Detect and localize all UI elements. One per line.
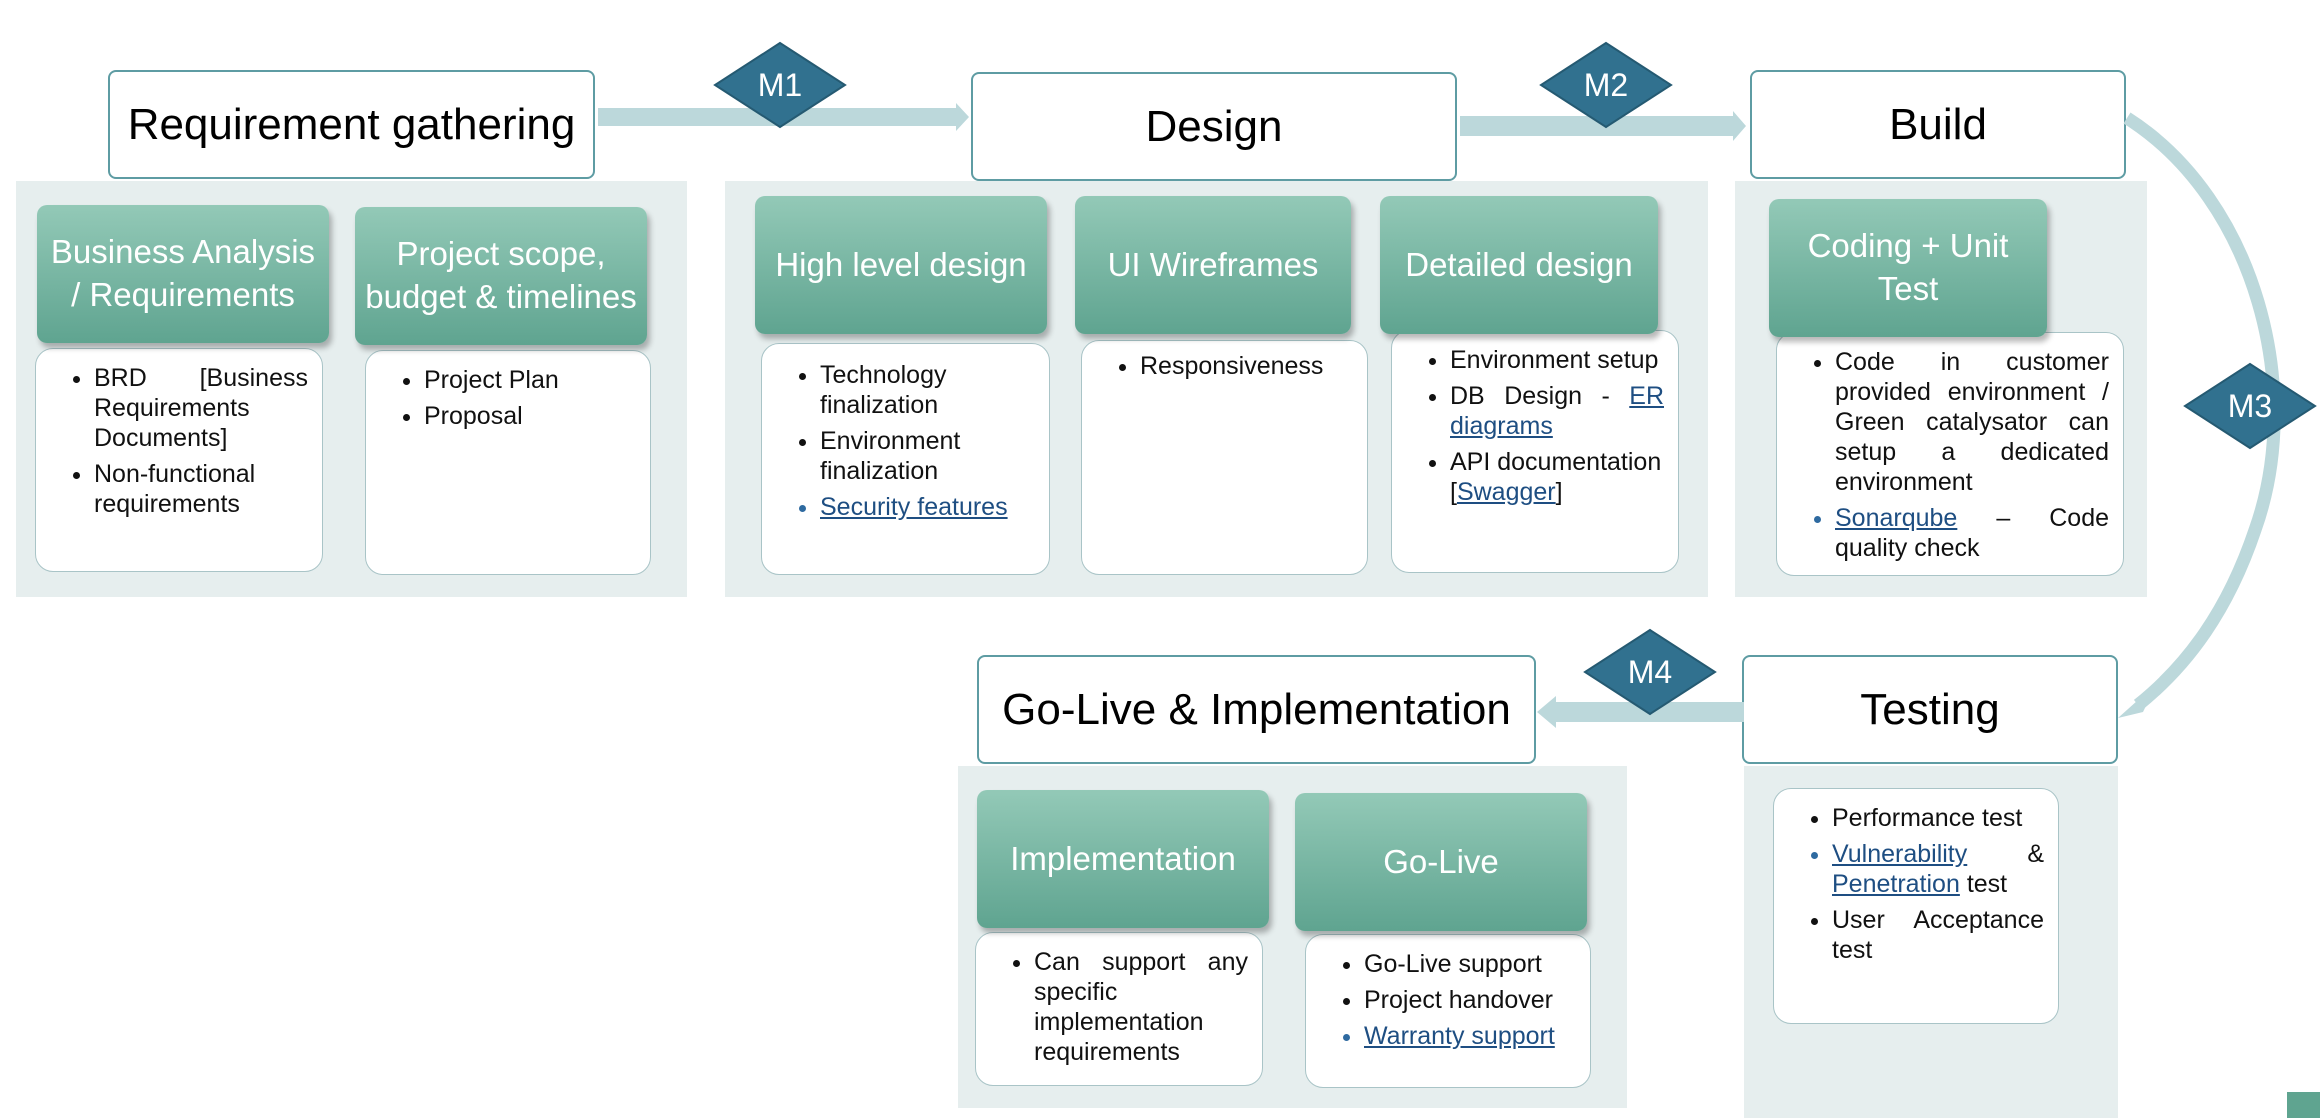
security-features-link[interactable]: Security features bbox=[820, 493, 1008, 521]
list-item: Non-functional requirements bbox=[94, 459, 308, 519]
ampersand-text: & bbox=[1967, 840, 2044, 868]
list-item-sonarqube: Sonarqube – Code quality check bbox=[1835, 503, 2109, 563]
tile-label: Coding + Unit Test bbox=[1807, 227, 2009, 307]
db-design-text: DB Design - bbox=[1450, 382, 1630, 410]
tile-label: Detailed design bbox=[1405, 245, 1633, 283]
tile-business-analysis: Business Analysis / Requirements bbox=[37, 205, 329, 343]
tile-label: High level design bbox=[775, 245, 1027, 283]
sonarqube-text: – Code quality check bbox=[1835, 504, 2109, 562]
phase-title: Build bbox=[1889, 99, 1987, 149]
list-item: Can support any specific implementation … bbox=[1034, 947, 1248, 1067]
bullet-list: Environment setup DB Design - ER diagram… bbox=[1392, 345, 1664, 507]
list-item: Technology finalization bbox=[820, 360, 1035, 420]
list-item: Proposal bbox=[424, 401, 636, 431]
phase-title: Requirement gathering bbox=[127, 99, 576, 149]
list-item-warranty-support[interactable]: Warranty support bbox=[1364, 1021, 1576, 1051]
list-item: BRD [Business Requirements Documents] bbox=[94, 363, 308, 453]
card-testing: Performance test Vulnerability & Penetra… bbox=[1773, 788, 2059, 1024]
list-item: Project handover bbox=[1364, 985, 1576, 1015]
phase-title: Testing bbox=[1860, 684, 2000, 734]
test-text: test bbox=[1959, 870, 2008, 898]
card-ui-wireframes: Responsiveness bbox=[1081, 340, 1368, 575]
er-diagrams-link[interactable]: ER diagrams bbox=[1450, 382, 1664, 440]
card-detailed-design: Environment setup DB Design - ER diagram… bbox=[1391, 330, 1679, 573]
tile-coding-unit-test: Coding + Unit Test bbox=[1769, 199, 2047, 337]
list-item: Performance test bbox=[1832, 803, 2044, 833]
bullet-list: Performance test Vulnerability & Penetra… bbox=[1774, 803, 2044, 965]
phase-title: Go-Live & Implementation bbox=[1002, 684, 1511, 734]
bullet-list: Code in customer provided environment / … bbox=[1777, 347, 2109, 563]
list-item-vulnerability: Vulnerability & Penetration test bbox=[1832, 839, 2044, 899]
bullet-list: Responsiveness bbox=[1082, 351, 1353, 381]
api-doc-close: ] bbox=[1555, 478, 1563, 506]
milestone-m4: M4 bbox=[1583, 628, 1717, 716]
tile-label: UI Wireframes bbox=[1107, 245, 1319, 283]
bullet-list: Go-Live support Project handover Warrant… bbox=[1306, 949, 1576, 1051]
card-coding-unit-test: Code in customer provided environment / … bbox=[1776, 332, 2124, 576]
phase-design: Design bbox=[971, 72, 1457, 181]
milestone-m2: M2 bbox=[1539, 41, 1673, 129]
list-item: User Acceptance test bbox=[1832, 905, 2044, 965]
tile-label: Implementation bbox=[1010, 839, 1236, 877]
list-item-api-doc: API documentation [Swagger] bbox=[1450, 447, 1664, 507]
phase-testing: Testing bbox=[1742, 655, 2118, 764]
tile-high-level-design: High level design bbox=[755, 196, 1047, 334]
list-item: Project Plan bbox=[424, 365, 636, 395]
card-high-level-design: Technology finalization Environment fina… bbox=[761, 343, 1050, 575]
tile-project-scope: Project scope, budget & timelines bbox=[355, 207, 647, 345]
tile-label: Go-Live bbox=[1383, 842, 1499, 880]
phase-build: Build bbox=[1750, 70, 2126, 179]
vulnerability-link[interactable]: Vulnerability bbox=[1832, 840, 1968, 868]
list-item-db-design: DB Design - ER diagrams bbox=[1450, 381, 1664, 441]
card-golive: Go-Live support Project handover Warrant… bbox=[1305, 934, 1591, 1088]
phase-title: Design bbox=[1145, 101, 1283, 151]
milestone-m1: M1 bbox=[713, 41, 847, 129]
tile-ui-wireframes: UI Wireframes bbox=[1075, 196, 1351, 334]
tile-golive: Go-Live bbox=[1295, 793, 1587, 931]
milestone-label: M3 bbox=[2227, 387, 2273, 424]
list-item: Responsiveness bbox=[1140, 351, 1353, 381]
card-implementation: Can support any specific implementation … bbox=[975, 932, 1263, 1086]
bullet-list: Can support any specific implementation … bbox=[976, 947, 1248, 1067]
tile-detailed-design: Detailed design bbox=[1380, 196, 1658, 334]
list-item-security-features[interactable]: Security features bbox=[820, 492, 1035, 522]
list-item: Environment finalization bbox=[820, 426, 1035, 486]
tile-label: Project scope, budget & timelines bbox=[365, 235, 637, 315]
corner-marker bbox=[2287, 1092, 2320, 1118]
tile-label: Business Analysis / Requirements bbox=[50, 233, 316, 313]
bullet-list: BRD [Business Requirements Documents] No… bbox=[36, 363, 308, 519]
warranty-support-link[interactable]: Warranty support bbox=[1364, 1022, 1555, 1050]
milestone-m3: M3 bbox=[2183, 362, 2317, 450]
swagger-link[interactable]: Swagger bbox=[1456, 478, 1556, 506]
bullet-list: Technology finalization Environment fina… bbox=[762, 360, 1035, 522]
card-project-scope: Project Plan Proposal bbox=[365, 350, 651, 575]
list-item: Go-Live support bbox=[1364, 949, 1576, 979]
phase-golive-implementation: Go-Live & Implementation bbox=[977, 655, 1536, 764]
milestone-label: M1 bbox=[757, 66, 803, 103]
card-business-analysis: BRD [Business Requirements Documents] No… bbox=[35, 348, 323, 572]
bullet-list: Project Plan Proposal bbox=[366, 365, 636, 431]
penetration-link[interactable]: Penetration bbox=[1832, 870, 1960, 898]
phase-requirement-gathering: Requirement gathering bbox=[108, 70, 595, 179]
list-item: Environment setup bbox=[1450, 345, 1664, 375]
list-item: Code in customer provided environment / … bbox=[1835, 347, 2109, 497]
api-doc-text: API documentation [ bbox=[1450, 448, 1662, 506]
milestone-label: M4 bbox=[1627, 653, 1673, 690]
milestone-label: M2 bbox=[1583, 66, 1629, 103]
tile-implementation: Implementation bbox=[977, 790, 1269, 928]
sonarqube-link[interactable]: Sonarqube bbox=[1835, 504, 1958, 532]
